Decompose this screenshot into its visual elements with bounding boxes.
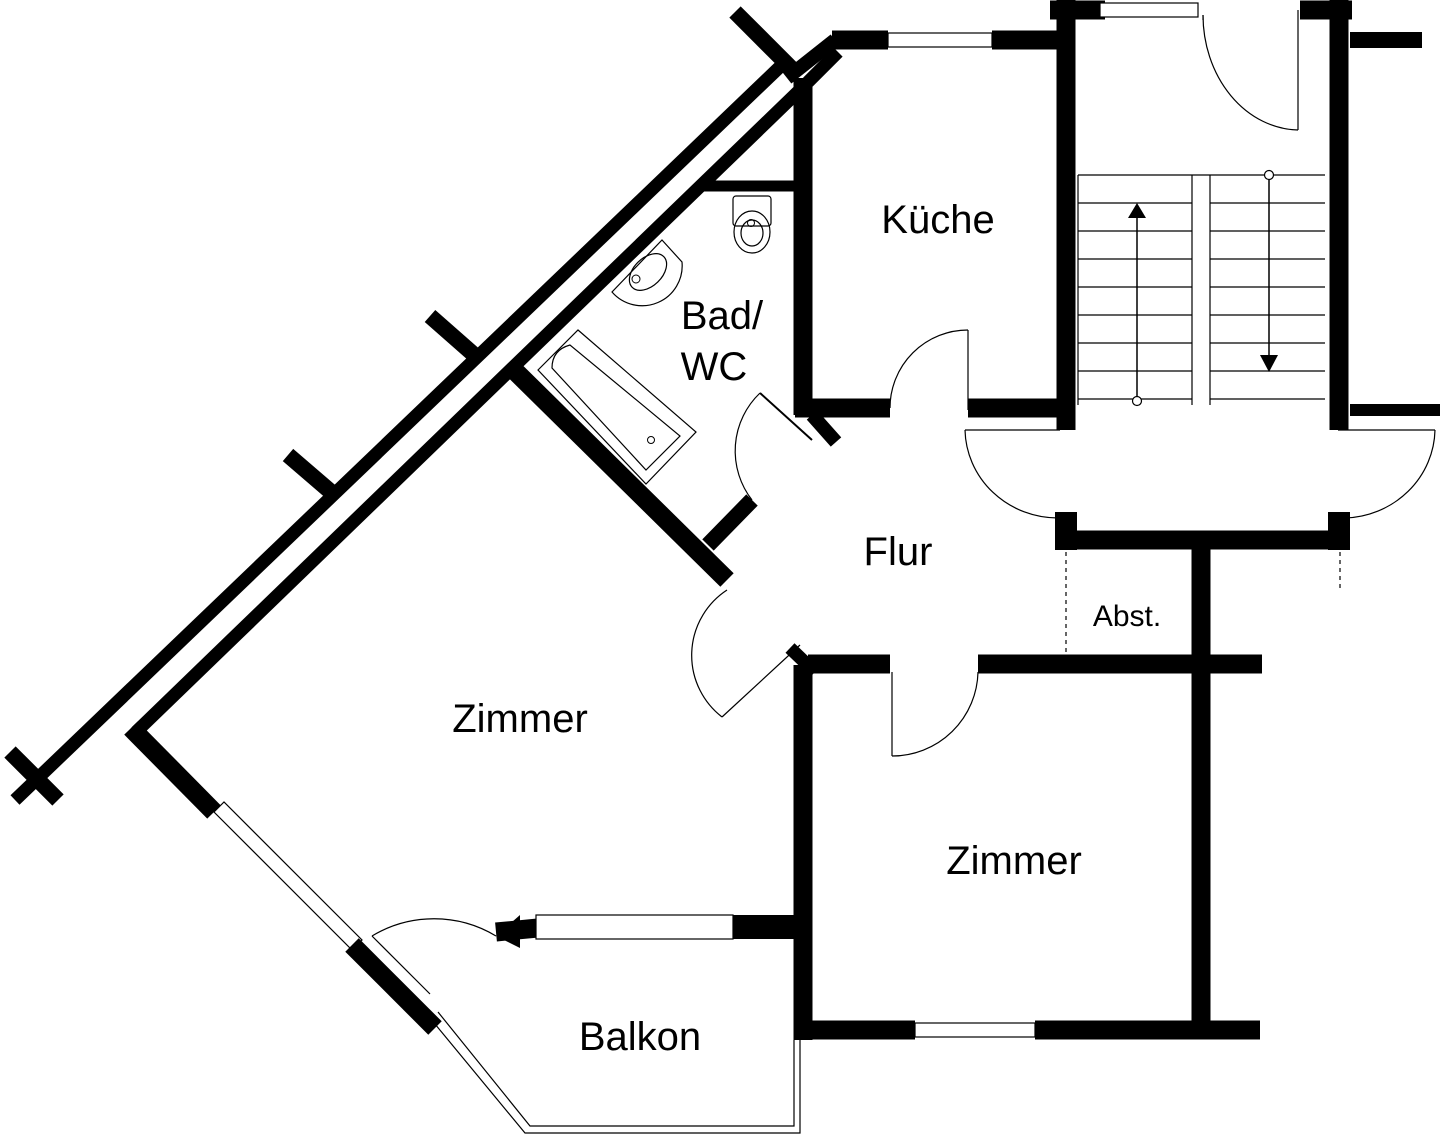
room-label-balkon: Balkon (579, 1015, 701, 1059)
balcony-outline (429, 1011, 801, 1134)
room-label-abstellraum: Abst. (1093, 600, 1161, 633)
kitchen-walls (793, 0, 1076, 430)
flur-bottom-wall (785, 643, 1262, 757)
stair-treads (1077, 174, 1325, 405)
big-room-window (213, 801, 363, 951)
small-room-window (914, 1022, 1036, 1038)
entrance-double-door (964, 429, 1436, 519)
kitchen-window (887, 32, 993, 48)
toilet-icon (732, 195, 772, 254)
diagonal-outer-wall (4, 6, 840, 806)
balcony-window (535, 914, 734, 940)
stair-window (1099, 2, 1199, 18)
washbasin-icon (611, 239, 683, 307)
room-label-flur: Flur (864, 530, 933, 574)
big-room-lower-walls (124, 721, 808, 1035)
small-room-walls (793, 665, 1260, 1040)
room-label-kueche: Küche (881, 198, 994, 242)
abstellraum-walls (1055, 512, 1350, 1030)
bathroom-walls (509, 180, 842, 587)
stair-arrow-down-icon (1260, 169, 1278, 372)
room-label-wc: WC (681, 345, 748, 389)
kitchen-door (889, 329, 969, 410)
bathtub-icon (537, 329, 697, 485)
room-label-zimmer-gross: Zimmer (452, 697, 588, 741)
kitchen-top-wall (803, 30, 1060, 87)
big-room-door (691, 589, 801, 718)
room-label-zimmer-klein: Zimmer (946, 839, 1082, 883)
stair-arrow-up-icon (1128, 203, 1146, 407)
balcony-door (371, 918, 497, 995)
staircase (964, 0, 1440, 519)
room-label-bad: Bad/ (681, 294, 764, 338)
